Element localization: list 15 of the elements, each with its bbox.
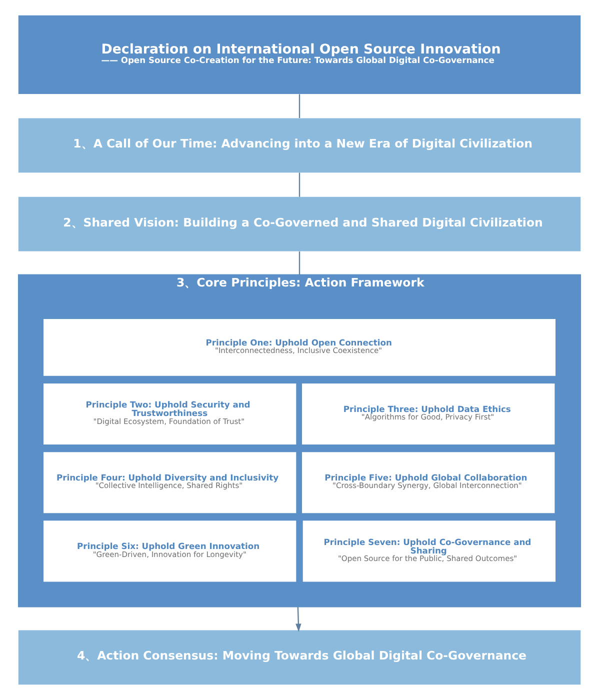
node-box: Principle Five: Uphold Global Collaboration "Cross-Boundary Synergy, Global Interconnection" [302, 452, 555, 514]
node-box: 4、Action Consensus: Moving Towards Global Digital Co-Governance [18, 630, 581, 685]
node-box: 1、A Call of Our Time: Advancing into a New Era of Digital Civilization [18, 118, 581, 173]
node-box: Principle Four: Uphold Diversity and Inclusivity "Collective Intelligence, Shared Rights" [44, 452, 296, 514]
node-box: Principle One: Uphold Open Connection "Interconnectedness, Inclusive Coexistence" [44, 319, 556, 376]
connector [298, 94, 300, 118]
node-box: Declaration on International Open Source Innovation —— Open Source Co-Creation for the Future: Towards Global Digital Co-Governance [18, 15, 581, 94]
node-box: Principle Seven: Uphold Co-Governance and Sharing "Open Source for the Public, Shared Outcomes" [302, 520, 556, 582]
node-box: Principle Three: Uphold Data Ethics "Algorithms for Good, Privacy First" [302, 383, 555, 445]
arrow [296, 606, 302, 632]
node-box: Principle Two: Uphold Security and Trustworthiness "Digital Ecosystem, Foundation of Trust" [44, 383, 296, 445]
node-box: 2、Shared Vision: Building a Co-Governed and Shared Digital Civilization [18, 196, 581, 252]
node-box: Principle Six: Uphold Green Innovation "Green-Driven, Innovation for Longevity" [44, 520, 296, 582]
connector [298, 251, 300, 275]
connector [298, 172, 300, 197]
